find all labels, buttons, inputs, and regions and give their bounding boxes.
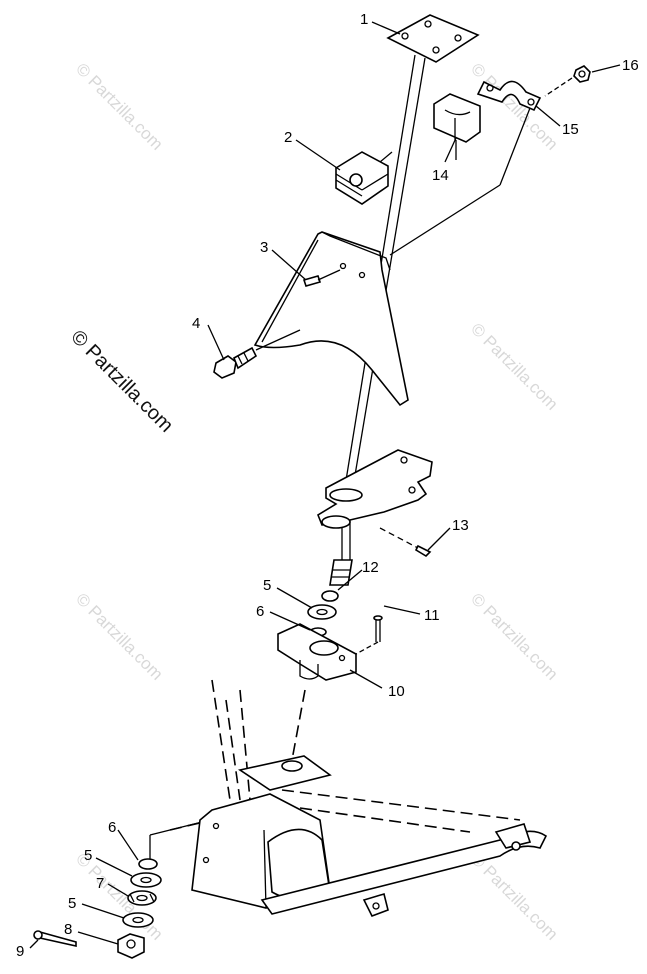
steering-arm-block [277, 623, 357, 681]
callout-10: 10 [388, 683, 405, 700]
callout-16: 16 [622, 57, 639, 74]
steering-cover [253, 231, 409, 407]
watermark-group: © Partzilla.com © Partzilla.com © Partzi… [66, 59, 561, 943]
bolt-4 [213, 329, 301, 379]
callout-14: 14 [432, 167, 449, 184]
callout-6: 6 [256, 603, 264, 620]
watermark: © Partzilla.com [467, 589, 561, 683]
callout-11: 11 [424, 607, 440, 624]
callout-4: 4 [192, 315, 200, 332]
callout-13: 13 [452, 517, 469, 534]
pin-11 [344, 615, 383, 661]
rivet-13 [379, 527, 432, 558]
callout-5-middle: 5 [84, 847, 92, 864]
callout-labels: 1 2 3 4 5 6 6 5 7 5 8 9 10 11 12 13 14 1… [16, 11, 639, 960]
handlebar-mount-plate [386, 14, 480, 63]
steering-bracket [317, 449, 433, 529]
watermark: © Partzilla.com [467, 59, 561, 153]
watermark-prominent: © Partzilla.com [66, 326, 177, 437]
callout-12: 12 [362, 559, 379, 576]
front-frame [191, 755, 548, 918]
screw-3 [302, 269, 341, 287]
callout-8: 8 [64, 921, 72, 938]
lock-washer-7 [127, 890, 157, 906]
washer-5-middle [130, 872, 162, 888]
steering-clamp [389, 80, 542, 256]
lock-nut-16 [544, 65, 591, 97]
callout-5: 5 [263, 577, 271, 594]
watermark: © Partzilla.com [72, 589, 166, 683]
upper-bushing [433, 93, 481, 160]
callout-1: 1 [360, 11, 368, 28]
cotter-pin-9 [33, 930, 77, 947]
callout-5-lower: 5 [68, 895, 76, 912]
watermark: © Partzilla.com [72, 59, 166, 153]
callout-15: 15 [562, 121, 579, 138]
washer-5-lower [122, 912, 154, 928]
watermark: © Partzilla.com [467, 319, 561, 413]
shaft-lower-end [321, 559, 353, 602]
watermark: © Partzilla.com [467, 849, 561, 943]
washer-5-upper [307, 604, 337, 620]
callout-7: 7 [96, 875, 104, 892]
callout-9: 9 [16, 943, 24, 960]
callout-2: 2 [284, 129, 292, 146]
callout-6-lower: 6 [108, 819, 116, 836]
leader-lines [29, 21, 621, 949]
steering-block [335, 151, 393, 205]
castle-nut-8 [117, 933, 145, 959]
o-ring-6-lower [138, 858, 158, 870]
callout-3: 3 [260, 239, 268, 256]
